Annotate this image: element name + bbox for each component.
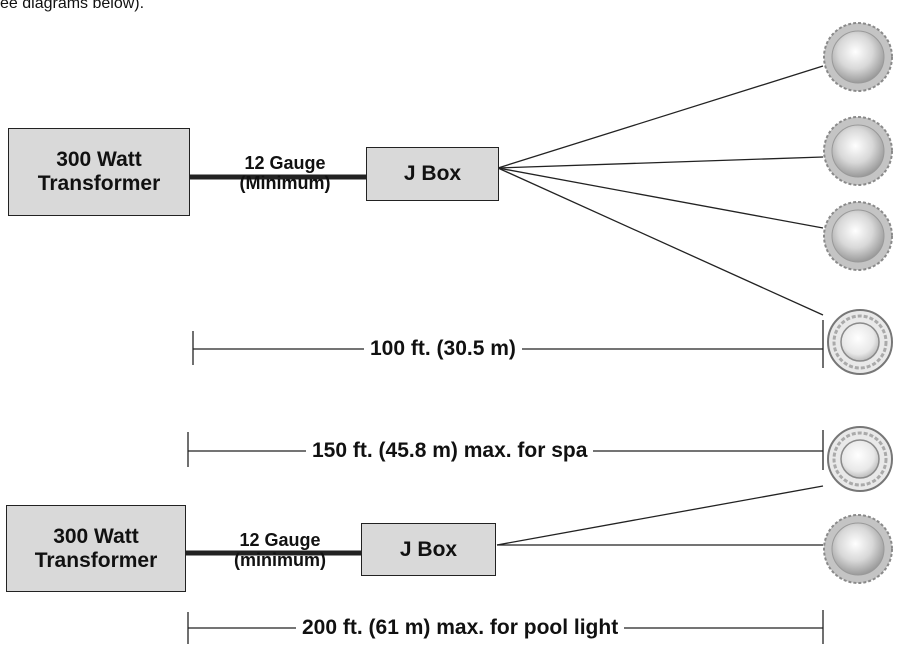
intro-text: ee diagrams below). [0, 0, 145, 12]
spa-light-icon [827, 426, 893, 492]
jbox-bottom: J Box [361, 523, 496, 576]
transformer-label-line2: Transformer [34, 548, 158, 572]
pool-light-icon [823, 116, 893, 186]
gauge-label-bottom: 12 Gauge (minimum) [234, 530, 326, 570]
transformer-label-line1: 300 Watt [53, 524, 139, 548]
pool-light-icon [823, 201, 893, 271]
pool-light-icon [823, 22, 893, 92]
spa-light-icon [827, 309, 893, 375]
transformer-box-bottom: 300 Watt Transformer [6, 505, 186, 592]
distance-label-200ft: 200 ft. (61 m) max. for pool light [296, 617, 625, 639]
jbox-top: J Box [366, 147, 499, 201]
transformer-label-line1: 300 Watt [56, 148, 142, 171]
distance-label-150ft: 150 ft. (45.8 m) max. for spa [306, 440, 594, 462]
transformer-box-top: 300 Watt Transformer [8, 128, 190, 216]
light-wires-bottom [496, 485, 824, 546]
transformer-label-line2: Transformer [37, 172, 161, 195]
pool-light-icon [823, 514, 893, 584]
gauge-label-top: 12 Gauge (Minimum) [239, 153, 331, 193]
distance-label-100ft: 100 ft. (30.5 m) [364, 338, 522, 360]
light-wires-top [497, 65, 824, 316]
